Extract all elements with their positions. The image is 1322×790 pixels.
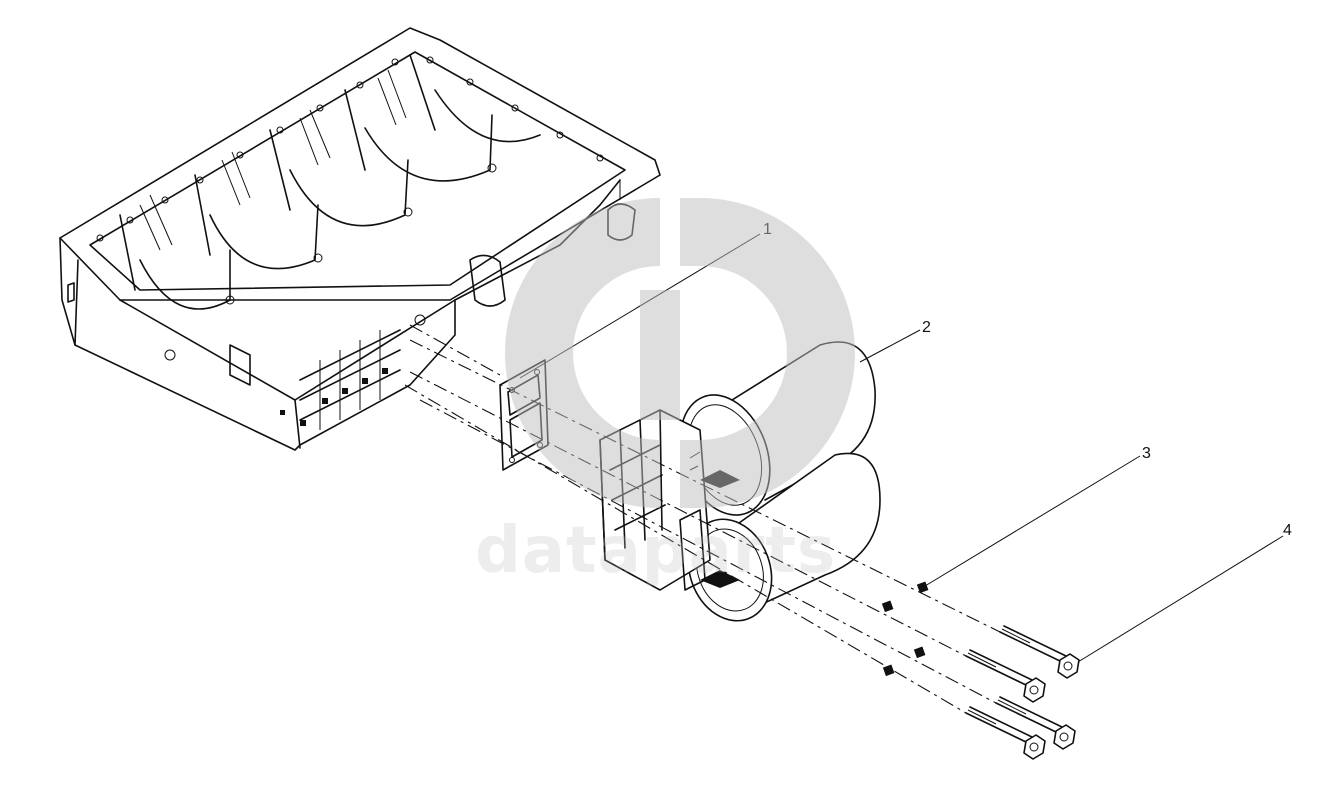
watermark-text: dataparts xyxy=(475,514,836,588)
callout-4: 4 xyxy=(1283,522,1292,539)
bolts xyxy=(965,625,1080,760)
watermark: dataparts xyxy=(475,198,855,588)
watermark-logo xyxy=(505,198,855,508)
washers xyxy=(881,581,929,677)
callout-3: 3 xyxy=(1142,445,1151,462)
callout-2: 2 xyxy=(922,319,931,336)
